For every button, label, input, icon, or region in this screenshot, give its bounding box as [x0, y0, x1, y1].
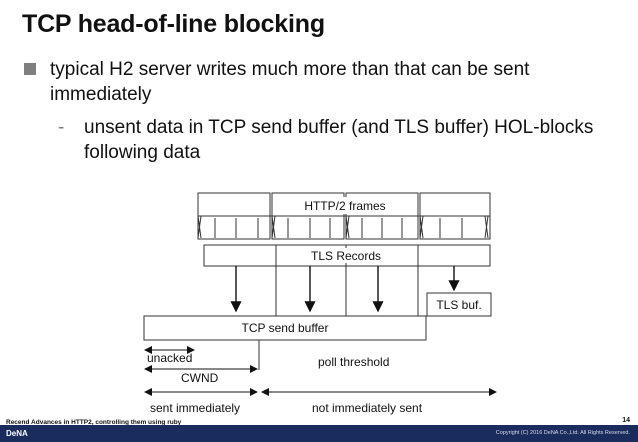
tcp-send-buffer-box — [143, 315, 427, 341]
not-immediately-sent-label: not immediately sent — [312, 401, 423, 415]
bullet-text: typical H2 server writes much more than … — [50, 59, 530, 105]
dash-bullet-icon: - — [58, 117, 65, 138]
buffer-dividers — [275, 266, 419, 316]
slide-title: TCP head-of-line blocking — [22, 10, 325, 38]
http2-frames-label-bg — [296, 197, 394, 214]
tls-records-label-bg — [308, 248, 386, 263]
tls-buf-label: TLS buf. — [436, 298, 481, 312]
http2-frames-label: HTTP/2 frames — [304, 199, 385, 213]
dena-logo: DeNA — [6, 429, 28, 438]
tls-records-label: TLS Records — [311, 249, 381, 263]
footer-copyright: Copyright (C) 2016 DeNA Co.,Ltd. All Rig… — [495, 430, 630, 436]
footer-bar — [0, 425, 638, 442]
page-number: 14 — [622, 417, 630, 424]
tls-buf-box — [426, 292, 492, 317]
sub-bullet-text: unsent data in TCP send buffer (and TLS … — [84, 117, 594, 163]
tcp-send-buffer-label: TCP send buffer — [242, 321, 329, 335]
square-bullet-icon — [24, 63, 36, 75]
unacked-label: unacked — [147, 351, 192, 365]
sent-immediately-label: sent immediately — [150, 401, 240, 415]
flow-arrows — [230, 266, 460, 313]
cwnd-label: CWND — [181, 371, 219, 385]
http2-frames-row — [197, 215, 490, 239]
footer-talk-title: Recend Advances in HTTP2, controlling th… — [6, 419, 182, 426]
poll-threshold-label: poll threshold — [318, 355, 389, 369]
